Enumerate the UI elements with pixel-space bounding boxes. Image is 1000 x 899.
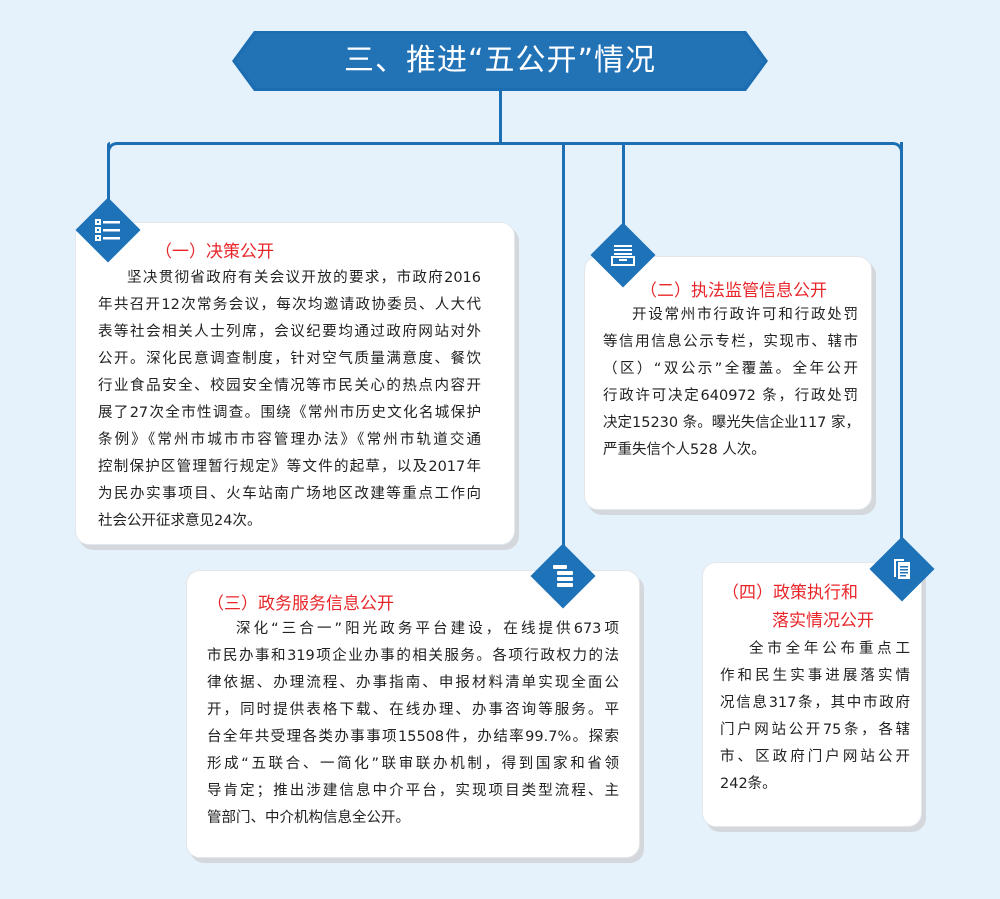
body-line: 全市全年公布重点工 — [749, 641, 910, 657]
body-line: 控制保护区管理暂行规定》等文件的起草，以及2017年 — [98, 459, 481, 475]
section-card-policy — [702, 562, 922, 827]
connector-line — [900, 142, 903, 552]
connector-line — [622, 142, 625, 237]
body-line: 台全年共受理各类办事事项15508件，办结率99.7%。探索 — [207, 729, 619, 745]
title-banner-inner — [236, 34, 764, 88]
section-body: 全市全年公布重点工 作和民生实事进展落实情 况信息317条，其中市政府 门户网站… — [720, 636, 910, 798]
section-title-line2: 落实情况公开 — [772, 611, 874, 631]
body-line: 等信用信息公示专栏，实现市、辖市 — [603, 334, 858, 350]
body-line: 深化“三合一”阳光政务平台建设，在线提供673项 — [236, 621, 619, 637]
section-title: （四）政策执行和 — [722, 583, 858, 603]
body-line: 社会公开征求意见24次。 — [98, 513, 262, 529]
file-drawer-icon — [600, 232, 646, 278]
body-line: 行业食品安全、校园安全情况等市民关心的热点内容开 — [98, 378, 481, 394]
page-title: 三、推进“五公开”情况 — [343, 43, 657, 78]
section-title: （一）决策公开 — [155, 242, 274, 262]
body-line: 作和民生实事进展落实情 — [720, 668, 910, 684]
section-body: 坚决贯彻省政府有关会议开放的要求，市政府2016 年共召开12次常务会议，每次均… — [98, 265, 481, 535]
connector-corner — [107, 142, 121, 156]
connector-line — [116, 142, 894, 145]
section-title: （二）执法监管信息公开 — [640, 281, 827, 301]
body-line: 门户网站公开75条，各辖 — [720, 722, 910, 738]
section-card-enforcement — [584, 256, 872, 510]
body-line: 为民办实事项目、火车站南广场地区改建等重点工作向 — [98, 486, 481, 502]
body-line: 年共召开12次常务会议，每次均邀请政协委员、人大代 — [98, 297, 481, 313]
body-line: 展了27次全市性调查。围绕《常州市历史文化名城保护 — [98, 405, 481, 421]
connector-line — [107, 142, 110, 222]
section-card-decision — [75, 222, 515, 545]
body-line: 242条。 — [720, 776, 777, 792]
body-line: （区）“双公示”全覆盖。全年公开 — [603, 361, 858, 377]
documents-icon — [879, 546, 925, 592]
body-line: 市、区政府门户网站公开 — [720, 749, 910, 765]
body-line: 条例》《常州市城市市容管理办法》《常州市轨道交通 — [98, 432, 481, 448]
body-line: 严重失信个人528 人次。 — [603, 442, 766, 458]
body-line: 管部门、中介机构信息全公开。 — [207, 810, 410, 826]
connector-line — [562, 142, 565, 562]
connector-corner — [889, 142, 903, 156]
body-line: 坚决贯彻省政府有关会议开放的要求，市政府2016 — [127, 270, 481, 286]
section-body: 深化“三合一”阳光政务平台建设，在线提供673项 市民办事和319项企业办事的相… — [207, 616, 619, 832]
body-line: 形成“五联合、一简化”联审联办机制，得到国家和省领 — [207, 756, 619, 772]
body-line: 表等社会相关人士列席，会议纪要均通过政府网站对外 — [98, 324, 481, 340]
body-line: 况信息317条，其中市政府 — [720, 695, 910, 711]
section-title: （三）政务服务信息公开 — [207, 594, 394, 614]
section-card-services — [186, 570, 640, 858]
body-line: 公开。深化民意调查制度，针对空气质量满意度、餐饮 — [98, 351, 481, 367]
body-line: 开设常州市行政许可和行政处罚 — [632, 307, 858, 323]
list-icon — [85, 207, 131, 253]
body-line: 开，同时提供表格下载、在线办理、办事咨询等服务。平 — [207, 702, 619, 718]
body-line: 律依据、办理流程、办事指南、申报材料清单实现全面公 — [207, 675, 619, 691]
connector-line — [499, 90, 502, 144]
server-icon — [540, 553, 586, 599]
body-line: 导肯定；推出涉建信息中介平台，实现项目类型流程、主 — [207, 783, 619, 799]
body-line: 市民办事和319项企业办事的相关服务。各项行政权力的法 — [207, 648, 619, 664]
body-line: 行政许可决定640972 条，行政处罚 — [603, 388, 858, 404]
section-body: 开设常州市行政许可和行政处罚 等信用信息公示专栏，实现市、辖市 （区）“双公示”… — [603, 302, 861, 464]
body-line: 决定15230 条。曝光失信企业117 家， — [603, 415, 861, 431]
